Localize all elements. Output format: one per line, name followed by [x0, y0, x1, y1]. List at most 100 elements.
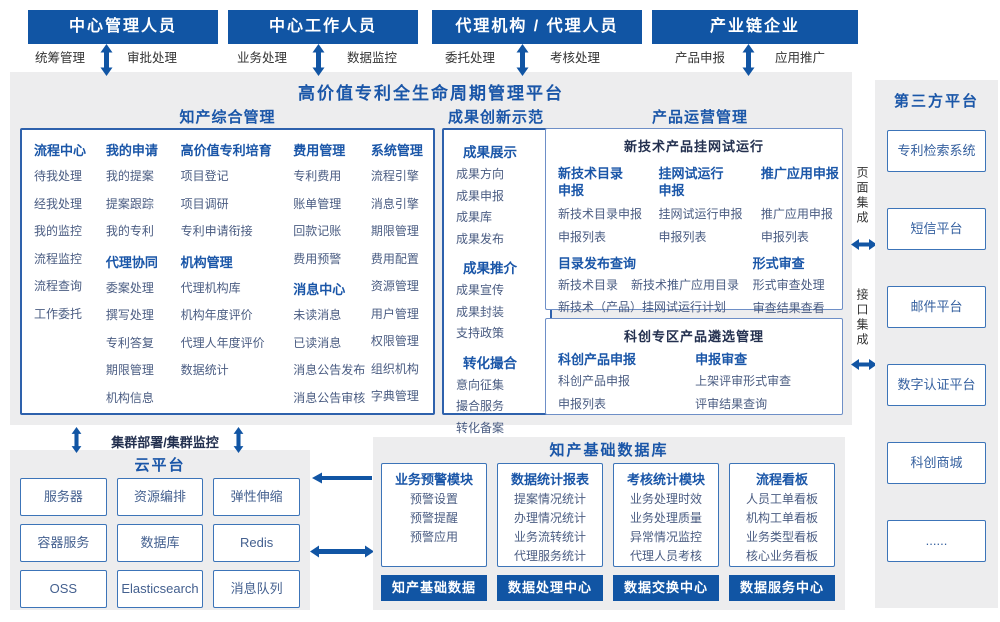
- menu-item: 消息公告审核: [293, 390, 366, 405]
- menu-list: 流程引擎消息引擎期限管理费用配置资源管理用户管理权限管理组织机构字典管理: [371, 163, 433, 411]
- menu-item: 业务类型看板: [745, 530, 818, 544]
- third-party-box: ......: [887, 520, 986, 562]
- menu-item: 回款记账: [293, 224, 342, 238]
- menu-item: 期限管理: [105, 363, 154, 377]
- menu-item: 成果封装: [456, 304, 505, 319]
- menu-item: 账单管理: [293, 196, 342, 211]
- menu-item: 代理人年度评价: [180, 335, 265, 350]
- menu-item: 期限管理: [370, 224, 419, 238]
- platform-panel: 高价值专利全生命周期管理平台 知产综合管理 流程中心 待我处理经我处理我的监控流…: [10, 72, 852, 435]
- menu-item: 人员工单看板: [745, 492, 818, 506]
- menu-item: 新技术（产品）挂网试运行计划: [558, 300, 727, 314]
- menu-item: 成果方向: [456, 167, 505, 181]
- menu-item: 上架评审形式审查: [695, 374, 792, 388]
- menu-item: 成果宣传: [456, 283, 505, 297]
- ip-column: 流程中心 待我处理经我处理我的监控流程监控流程查询工作委托: [34, 134, 106, 412]
- data-center-box: 数据交换中心: [613, 575, 719, 601]
- menu-item: 转化备案: [456, 420, 505, 435]
- menu-item: 消息引擎: [370, 196, 419, 211]
- cloud-service-box: 消息队列: [213, 570, 300, 608]
- role-bar-center-staff: 中心工作人员: [228, 10, 418, 44]
- menu-item: 字典管理: [370, 389, 419, 403]
- menu-item: 科创产品申报: [558, 374, 631, 388]
- menu-item: 资源管理: [370, 279, 419, 293]
- ip-management-box: 流程中心 待我处理经我处理我的监控流程监控流程查询工作委托 我的申请 我的提案提…: [20, 128, 435, 415]
- menu-list: 上架评审形式审查评审结果查询: [695, 370, 842, 416]
- menu-item: 已读消息: [293, 335, 342, 350]
- vertical-double-arrow-icon: [232, 427, 245, 453]
- section-header: 成果推介: [463, 261, 517, 276]
- vertical-double-arrow-icon: [70, 427, 83, 453]
- role-bar-agency: 代理机构 / 代理人员: [432, 10, 642, 44]
- menu-item: 支持政策: [456, 326, 505, 340]
- cloud-platform-title: 云平台: [134, 457, 186, 474]
- cloud-service-box: Elasticsearch: [116, 570, 204, 608]
- data-centers-row: 知产基础数据数据处理中心数据交换中心数据服务中心: [381, 575, 835, 601]
- sci-column: 申报审查 上架评审形式审查评审结果查询: [695, 345, 842, 416]
- menu-item: 业务处理质量: [629, 511, 702, 525]
- role-action-label: 统筹管理: [34, 51, 85, 65]
- data-center-box: 数据处理中心: [497, 575, 603, 601]
- menu-item: 申报列表: [558, 230, 607, 244]
- role-action-label: 应用推广: [774, 51, 825, 65]
- third-party-box: 数字认证平台: [887, 364, 986, 406]
- menu-list: 新技术目录新技术推广应用目录新技术（产品）挂网试运行计划: [558, 274, 753, 318]
- ip-database-title: 知产基础数据库: [549, 442, 669, 459]
- menu-item: 预警提醒: [409, 511, 458, 525]
- cloud-service-box: 资源编排: [116, 478, 204, 516]
- db-module: 业务预警模块 预警设置预警提醒预警应用: [381, 463, 487, 567]
- menu-item: 核心业务看板: [745, 549, 818, 563]
- section-header: 数据统计报表: [510, 472, 589, 487]
- menu-item: 专利申请衔接: [180, 224, 253, 238]
- menu-list: 委案处理撰写处理专利答复期限管理机构信息: [106, 275, 181, 413]
- section-header: 费用管理: [293, 143, 346, 158]
- menu-item: 形式审查处理: [752, 278, 825, 292]
- product-ops-title: 产品运营管理: [651, 109, 748, 126]
- section-header: 流程中心: [34, 143, 87, 158]
- api-integration-label: 接口集成: [855, 288, 869, 348]
- menu-item: 项目登记: [180, 169, 229, 183]
- menu-list: 提案情况统计办理情况统计业务流转统计代理服务统计: [498, 490, 602, 566]
- role-action-label: 委托处理: [444, 51, 495, 65]
- menu-item: 成果库: [456, 210, 493, 224]
- section-header: 新技术目录申报: [558, 166, 624, 198]
- menu-item: 机构工单看板: [745, 511, 818, 525]
- vertical-double-arrow-icon: [516, 44, 529, 76]
- third-party-box: 邮件平台: [887, 286, 986, 328]
- menu-item: 提案跟踪: [105, 196, 154, 211]
- sci-box-title: 科创专区产品遴选管理: [623, 329, 764, 344]
- role-bar-center-admin: 中心管理人员: [28, 10, 218, 44]
- cloud-service-box: 弹性伸缩: [213, 478, 300, 516]
- menu-item: 我的监控: [34, 224, 83, 238]
- menu-list: 未读消息已读消息消息公告发布消息公告审核: [293, 302, 371, 412]
- menu-list: 推广应用申报申报列表: [761, 203, 842, 249]
- role-action-label: 数据监控: [346, 51, 397, 65]
- section-header: 机构管理: [180, 254, 233, 270]
- ip-column: 高价值专利培育 项目登记项目调研专利申请衔接 机构管理 代理机构库机构年度评价代…: [181, 134, 294, 412]
- menu-list: 形式审查处理审查结果查看: [753, 274, 842, 320]
- menu-item: 消息公告发布: [293, 363, 366, 377]
- menu-list: 人员工单看板机构工单看板业务类型看板核心业务看板: [730, 490, 834, 566]
- role-action-label: 产品申报: [674, 51, 725, 65]
- role-action-label: 审批处理: [126, 51, 177, 65]
- ops-column: 推广应用申报 推广应用申报申报列表: [761, 159, 842, 249]
- menu-item: 机构年度评价: [180, 308, 253, 322]
- menu-item: 新技术推广应用目录: [631, 278, 740, 292]
- platform-title: 高价值专利全生命周期管理平台: [298, 84, 564, 103]
- menu-item: 预警应用: [409, 530, 458, 544]
- third-party-title: 第三方平台: [893, 93, 979, 110]
- vertical-double-arrow-icon: [100, 44, 113, 76]
- menu-item: 预警设置: [409, 492, 458, 506]
- cluster-label: 集群部署/集群监控: [111, 435, 219, 450]
- trial-box-title: 新技术产品挂网试运行: [623, 139, 764, 154]
- menu-item: 新技术目录申报: [558, 207, 643, 221]
- vertical-double-arrow-icon: [312, 44, 325, 76]
- ip-management-title: 知产综合管理: [179, 109, 276, 126]
- horizontal-double-arrow-icon: [850, 358, 878, 371]
- sci-column: 科创产品申报 科创产品申报申报列表: [558, 345, 695, 416]
- menu-item: 申报列表: [658, 230, 707, 244]
- menu-list: 专利费用账单管理回款记账费用预警: [293, 163, 371, 273]
- menu-item: 业务流转统计: [513, 530, 586, 544]
